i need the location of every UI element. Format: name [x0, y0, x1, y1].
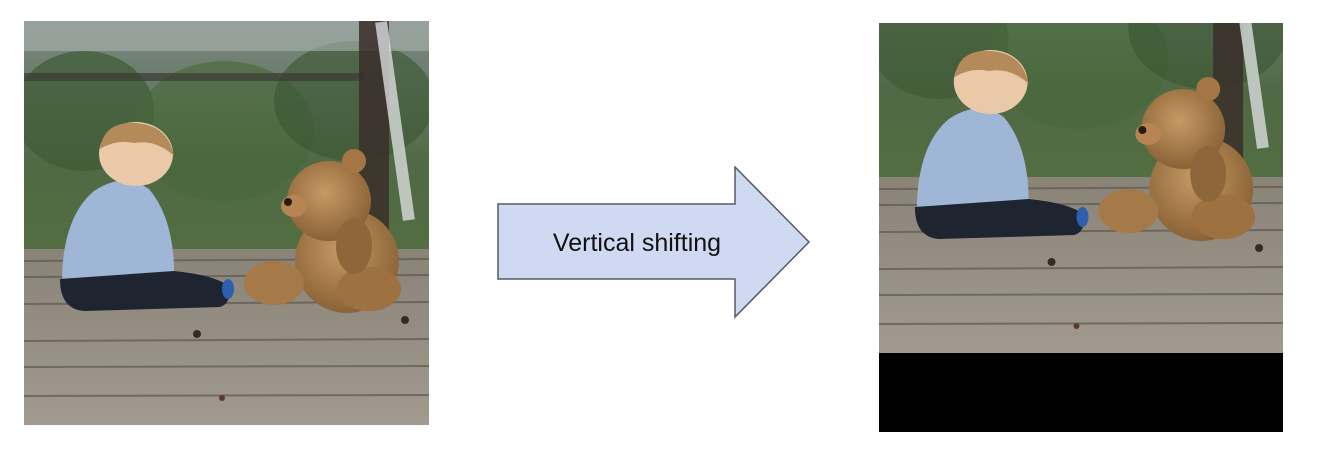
arrow-label: Vertical shifting — [552, 228, 722, 257]
source-photo — [24, 21, 429, 425]
shifted-photo-scene — [879, 23, 1283, 432]
source-photo-scene — [24, 21, 429, 425]
right-arrow-icon — [497, 166, 811, 319]
transform-arrow: Vertical shifting — [496, 166, 812, 320]
shifted-photo — [879, 23, 1283, 432]
